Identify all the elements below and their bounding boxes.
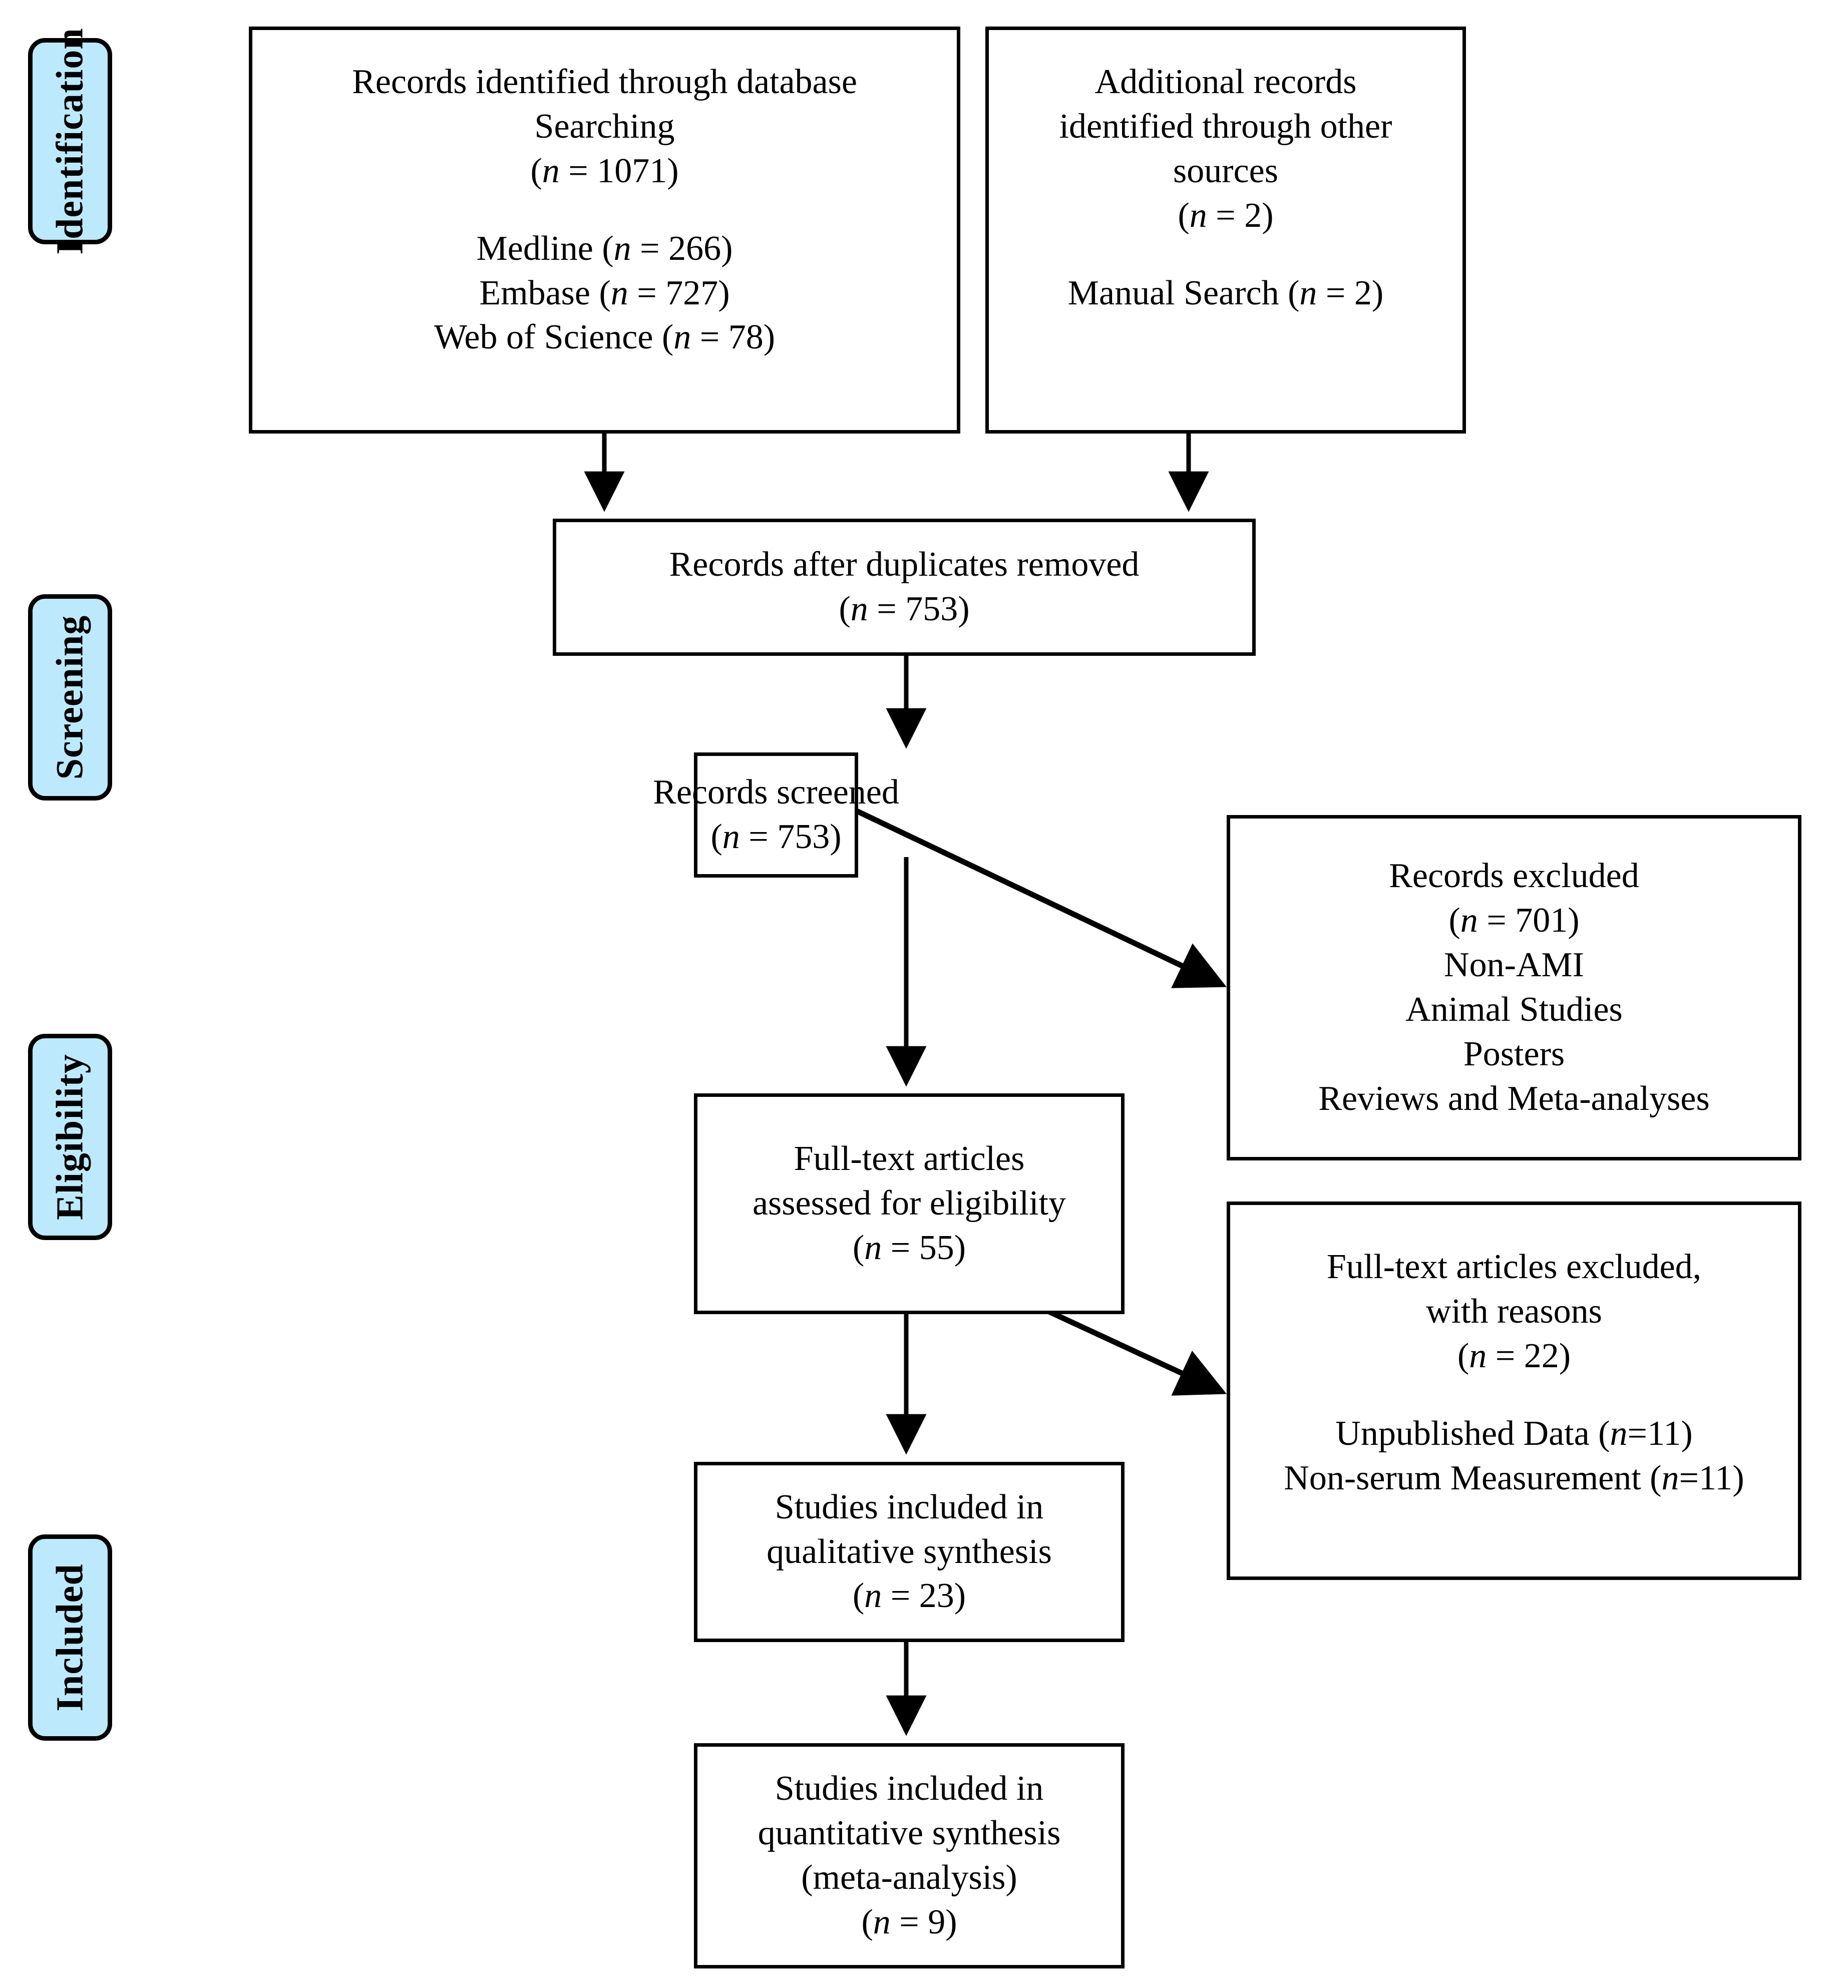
qualitative-line1: Studies included in	[775, 1487, 1044, 1526]
duplicates-count-value: = 753)	[868, 590, 970, 628]
qualitative-count: (n = 23)	[853, 1574, 966, 1619]
db-search-embase-n: n	[610, 273, 628, 312]
other-sources-manual-search: Manual Search (n = 2)	[1068, 271, 1383, 316]
duplicates-line1: Records after duplicates removed	[669, 545, 1140, 584]
quantitative-line3: (meta-analysis)	[801, 1858, 1017, 1897]
db-search-count-n: n	[542, 151, 560, 190]
other-sources-line3: sources	[1173, 151, 1278, 190]
fulltext-assessed-count-open: (	[852, 1228, 865, 1267]
fulltext-assessed-count-value: = 55)	[882, 1228, 966, 1267]
fulltext-excluded-count-value: = 22)	[1487, 1336, 1571, 1375]
db-search-medline-n: n	[613, 229, 631, 268]
db-search-wos-n: n	[673, 318, 691, 357]
box-records-identified-database: Records identified through database Sear…	[249, 27, 960, 434]
qualitative-line2: qualitative synthesis	[767, 1532, 1052, 1571]
fulltext-excluded-count-n: n	[1469, 1336, 1487, 1375]
fulltext-assessed-count-n: n	[864, 1228, 882, 1267]
other-sources-count-open: (	[1178, 196, 1190, 235]
quantitative-line1: Studies included in	[775, 1769, 1044, 1808]
phase-tab-screening: Screening	[28, 594, 112, 801]
db-search-count: (n = 1071)	[530, 149, 678, 194]
fulltext-assessed-count: (n = 55)	[853, 1226, 966, 1271]
db-search-medline-label: Medline (	[476, 229, 614, 268]
excluded-count-value: = 701)	[1477, 901, 1580, 940]
excluded-count: (n = 701)	[1448, 899, 1579, 943]
fulltext-excluded-reason-nonserum: Non-serum Measurement (n=11)	[1284, 1456, 1744, 1501]
other-sources-count-n: n	[1189, 196, 1207, 235]
reason-unpublished-n: n	[1610, 1414, 1628, 1453]
db-search-line2: Searching	[534, 107, 675, 146]
excluded-reason-posters: Posters	[1463, 1034, 1565, 1073]
box-records-excluded: Records excluded (n = 701) Non-AMI Anima…	[1227, 815, 1801, 1160]
box-records-screened: Records screened (n = 753)	[653, 752, 899, 878]
box-studies-qualitative-synthesis: Studies included in qualitative synthesi…	[694, 1462, 1125, 1642]
fulltext-excluded-line1: Full-text articles excluded,	[1326, 1248, 1702, 1286]
screened-count: (n = 753)	[710, 815, 841, 860]
box-records-after-duplicates-removed: Records after duplicates removed (n = 75…	[553, 519, 1256, 656]
arrow-screened-to-excluded	[853, 808, 1227, 988]
screened-count-open: (	[710, 818, 722, 856]
fulltext-excluded-count-open: (	[1457, 1336, 1469, 1375]
quantitative-line2: quantitative synthesis	[758, 1814, 1061, 1853]
reason-nonserum-n: n	[1661, 1458, 1679, 1497]
db-search-wos: Web of Science (n = 78)	[434, 315, 775, 360]
qualitative-count-value: = 23)	[882, 1576, 966, 1616]
duplicates-count-n: n	[850, 590, 868, 628]
box-studies-quantitative-synthesis: Studies included in quantitative synthes…	[694, 1743, 1125, 1968]
excluded-reason-reviews-meta: Reviews and Meta-analyses	[1318, 1079, 1710, 1118]
excluded-count-n: n	[1460, 901, 1478, 940]
db-search-count-open: (	[530, 151, 542, 190]
duplicates-count: (n = 753)	[839, 587, 969, 632]
excluded-line1: Records excluded	[1389, 857, 1639, 896]
phase-tab-included: Included	[28, 1534, 112, 1741]
db-search-embase-value: = 727)	[628, 273, 730, 312]
box-additional-records-other-sources: Additional records identified through ot…	[985, 27, 1466, 434]
phase-label-identification: Identification	[49, 28, 91, 255]
other-sources-count-value: = 2)	[1207, 196, 1274, 235]
qualitative-count-open: (	[852, 1576, 865, 1616]
db-search-embase-label: Embase (	[479, 273, 611, 312]
screened-count-n: n	[722, 818, 740, 856]
box-fulltext-assessed-eligibility: Full-text articles assessed for eligibil…	[694, 1093, 1125, 1314]
phase-label-eligibility: Eligibility	[49, 1054, 91, 1220]
db-search-count-value: = 1071)	[559, 151, 679, 190]
db-search-wos-value: = 78)	[691, 318, 776, 357]
other-sources-line1: Additional records	[1094, 63, 1357, 101]
fulltext-excluded-line2: with reasons	[1426, 1292, 1602, 1331]
fulltext-assessed-line2: assessed for eligibility	[752, 1184, 1066, 1223]
fulltext-assessed-line1: Full-text articles	[794, 1139, 1025, 1178]
fulltext-excluded-count: (n = 22)	[1457, 1334, 1571, 1379]
db-search-wos-label: Web of Science (	[434, 318, 674, 357]
quantitative-count-value: = 9)	[890, 1902, 957, 1941]
db-search-medline-value: = 266)	[631, 229, 733, 268]
other-sources-count: (n = 2)	[1178, 194, 1273, 238]
excluded-reason-non-ami: Non-AMI	[1444, 946, 1584, 985]
qualitative-count-n: n	[864, 1576, 882, 1616]
reason-nonserum-label: Non-serum Measurement (	[1284, 1458, 1662, 1497]
excluded-count-open: (	[1448, 901, 1460, 940]
phase-tab-eligibility: Eligibility	[28, 1034, 112, 1240]
screened-count-value: = 753)	[740, 818, 842, 856]
fulltext-excluded-reason-unpublished: Unpublished Data (n=11)	[1335, 1412, 1692, 1456]
quantitative-count-n: n	[873, 1902, 891, 1941]
other-sources-manual-value: = 2)	[1317, 273, 1384, 312]
reason-unpublished-label: Unpublished Data (	[1335, 1414, 1610, 1453]
box-fulltext-excluded-with-reasons: Full-text articles excluded, with reason…	[1227, 1202, 1801, 1580]
other-sources-manual-label: Manual Search (	[1067, 273, 1300, 312]
screened-line1: Records screened	[653, 773, 899, 812]
phase-tab-identification: Identification	[28, 28, 112, 255]
other-sources-line2: identified through other	[1059, 107, 1392, 146]
quantitative-count-open: (	[861, 1902, 873, 1941]
phase-label-screening: Screening	[49, 615, 91, 780]
phase-label-included: Included	[49, 1563, 91, 1712]
db-search-medline: Medline (n = 266)	[477, 227, 733, 271]
quantitative-count: (n = 9)	[861, 1900, 957, 1945]
duplicates-count-open: (	[839, 590, 851, 628]
db-search-line1: Records identified through database	[352, 63, 857, 101]
other-sources-manual-n: n	[1299, 273, 1317, 312]
db-search-embase: Embase (n = 727)	[479, 271, 729, 316]
reason-unpublished-value: =11)	[1627, 1414, 1693, 1453]
excluded-reason-animal-studies: Animal Studies	[1405, 990, 1623, 1029]
reason-nonserum-value: =11)	[1679, 1458, 1744, 1497]
